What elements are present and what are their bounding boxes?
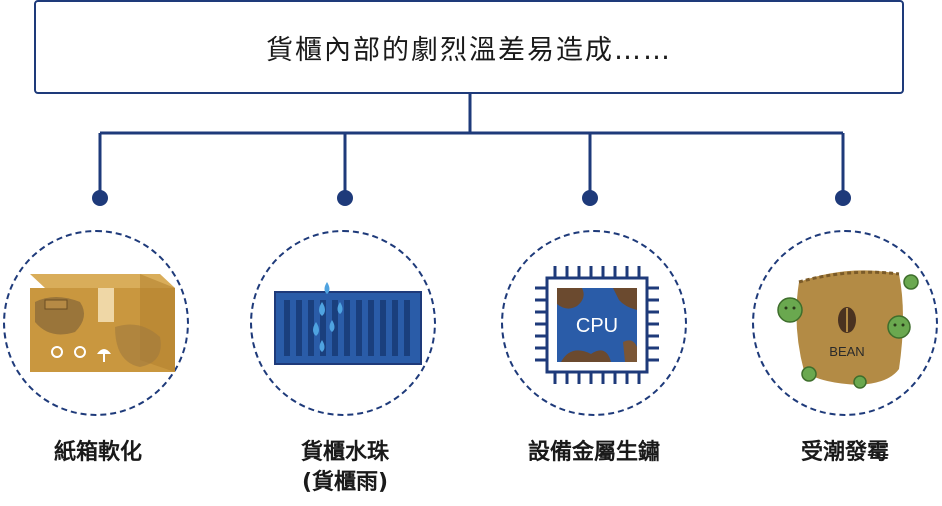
label-cardboard: 紙箱軟化	[0, 438, 208, 468]
label-container-text: 貨櫃水珠	[300, 440, 389, 465]
circle-cardboard	[3, 230, 189, 416]
label-container-sub: (貨櫃雨)	[301, 470, 389, 495]
label-mold-text: 受潮發霉	[800, 440, 889, 465]
branch-3-dot	[582, 190, 598, 206]
moldy-bean-bag-icon: BEAN	[777, 270, 919, 389]
title-box: 貨櫃內部的劇烈溫差易造成……	[34, 0, 904, 94]
bean-text: BEAN	[829, 344, 864, 359]
label-cardboard-text: 紙箱軟化	[53, 440, 142, 465]
container-water-drops-icon	[274, 282, 422, 365]
label-mold: 受潮發霉	[735, 438, 942, 468]
title-text: 貨櫃內部的劇烈溫差易造成……	[266, 34, 672, 66]
circle-mold: BEAN	[752, 230, 938, 416]
label-cpu: 設備金屬生鏽	[484, 438, 704, 468]
cardboard-box-icon	[30, 274, 175, 372]
circle-cpu: CPU	[501, 230, 687, 416]
branch-4-dot	[835, 190, 851, 206]
cpu-text: CPU	[576, 315, 618, 337]
branch-1-dot	[92, 190, 108, 206]
label-cpu-text: 設備金屬生鏽	[527, 440, 660, 465]
rusty-cpu-icon: CPU	[535, 266, 659, 384]
branch-2-dot	[337, 190, 353, 206]
label-container: 貨櫃水珠 (貨櫃雨)	[235, 438, 455, 498]
circle-container	[250, 230, 436, 416]
